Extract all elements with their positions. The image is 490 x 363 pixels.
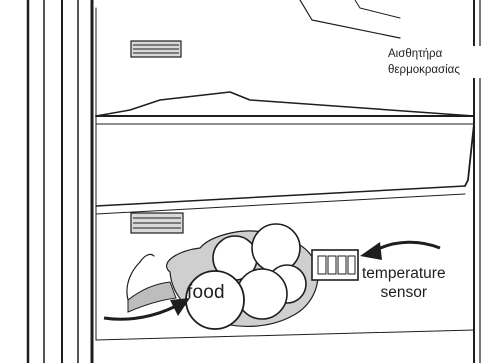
caption-line-2: θερμοκρασίας <box>388 62 484 78</box>
lower-vent <box>131 213 183 233</box>
door-frame <box>28 0 96 363</box>
caption-line-1: Αισθητήρα <box>388 46 484 62</box>
sensor-caption-greek: Αισθητήρα θερμοκρασίας <box>388 46 484 78</box>
temperature-sensor-icon <box>312 250 358 280</box>
lower-shelf-edge <box>96 330 474 340</box>
sensor-label-line-2: sensor <box>362 283 446 302</box>
food-label: food <box>187 283 225 302</box>
temperature-sensor-label: temperature sensor <box>362 264 446 302</box>
sensor-arrow-icon <box>360 242 440 260</box>
upper-vent <box>131 41 181 57</box>
glass-shelf <box>96 92 474 214</box>
sensor-label-line-1: temperature <box>362 264 446 283</box>
